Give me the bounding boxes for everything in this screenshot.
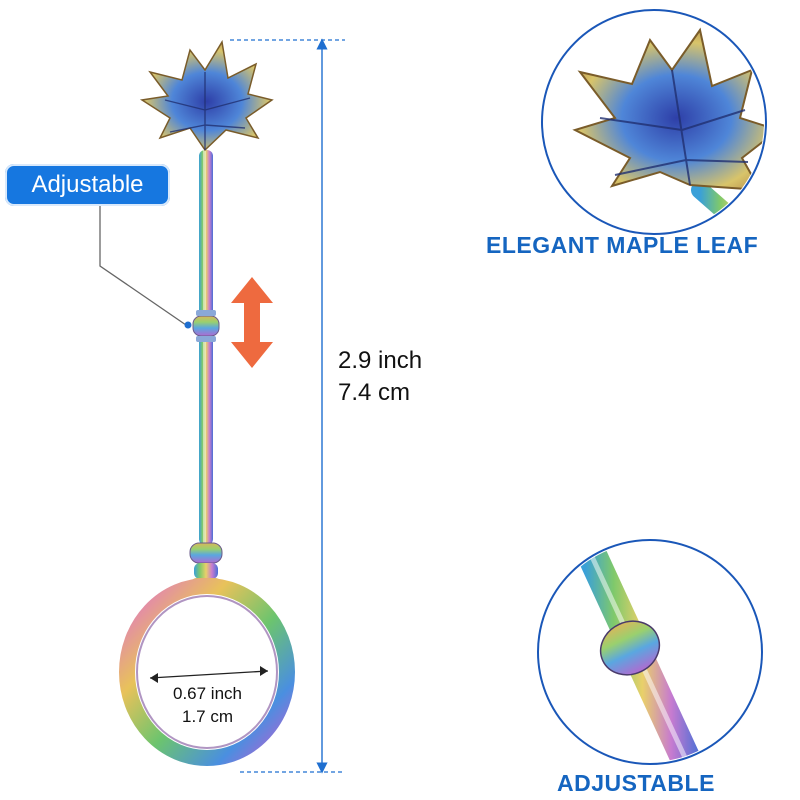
- spoon-ring: [119, 578, 295, 766]
- maple-leaf-detail-circle: [541, 9, 767, 235]
- ring-dimension-cm: 1.7 cm: [181, 707, 234, 726]
- adjust-arrow-icon: [231, 277, 273, 368]
- adjustable-detail-circle: [537, 539, 763, 765]
- height-dimension-inch: 2.9 inch: [338, 347, 423, 374]
- feature-label-maple-leaf: ELEGANT MAPLE LEAF: [486, 232, 759, 258]
- adjustable-callout-label: Adjustable: [31, 171, 144, 198]
- callout-dot: [184, 321, 192, 329]
- height-dimension-cm: 7.4 cm: [338, 379, 411, 406]
- spoon-stem: [199, 150, 213, 545]
- adjustable-callout-badge: [5, 164, 170, 206]
- ring-dimension-inch: 0.67 inch: [173, 684, 242, 703]
- adjustable-joint: [192, 310, 220, 342]
- callout-leader: [99, 206, 187, 326]
- ring-dimension-line: [149, 666, 269, 683]
- feature-label-adjustable: ADJUSTABLE: [557, 770, 715, 796]
- height-dimension-line: [230, 38, 345, 774]
- maple-leaf: [139, 39, 274, 152]
